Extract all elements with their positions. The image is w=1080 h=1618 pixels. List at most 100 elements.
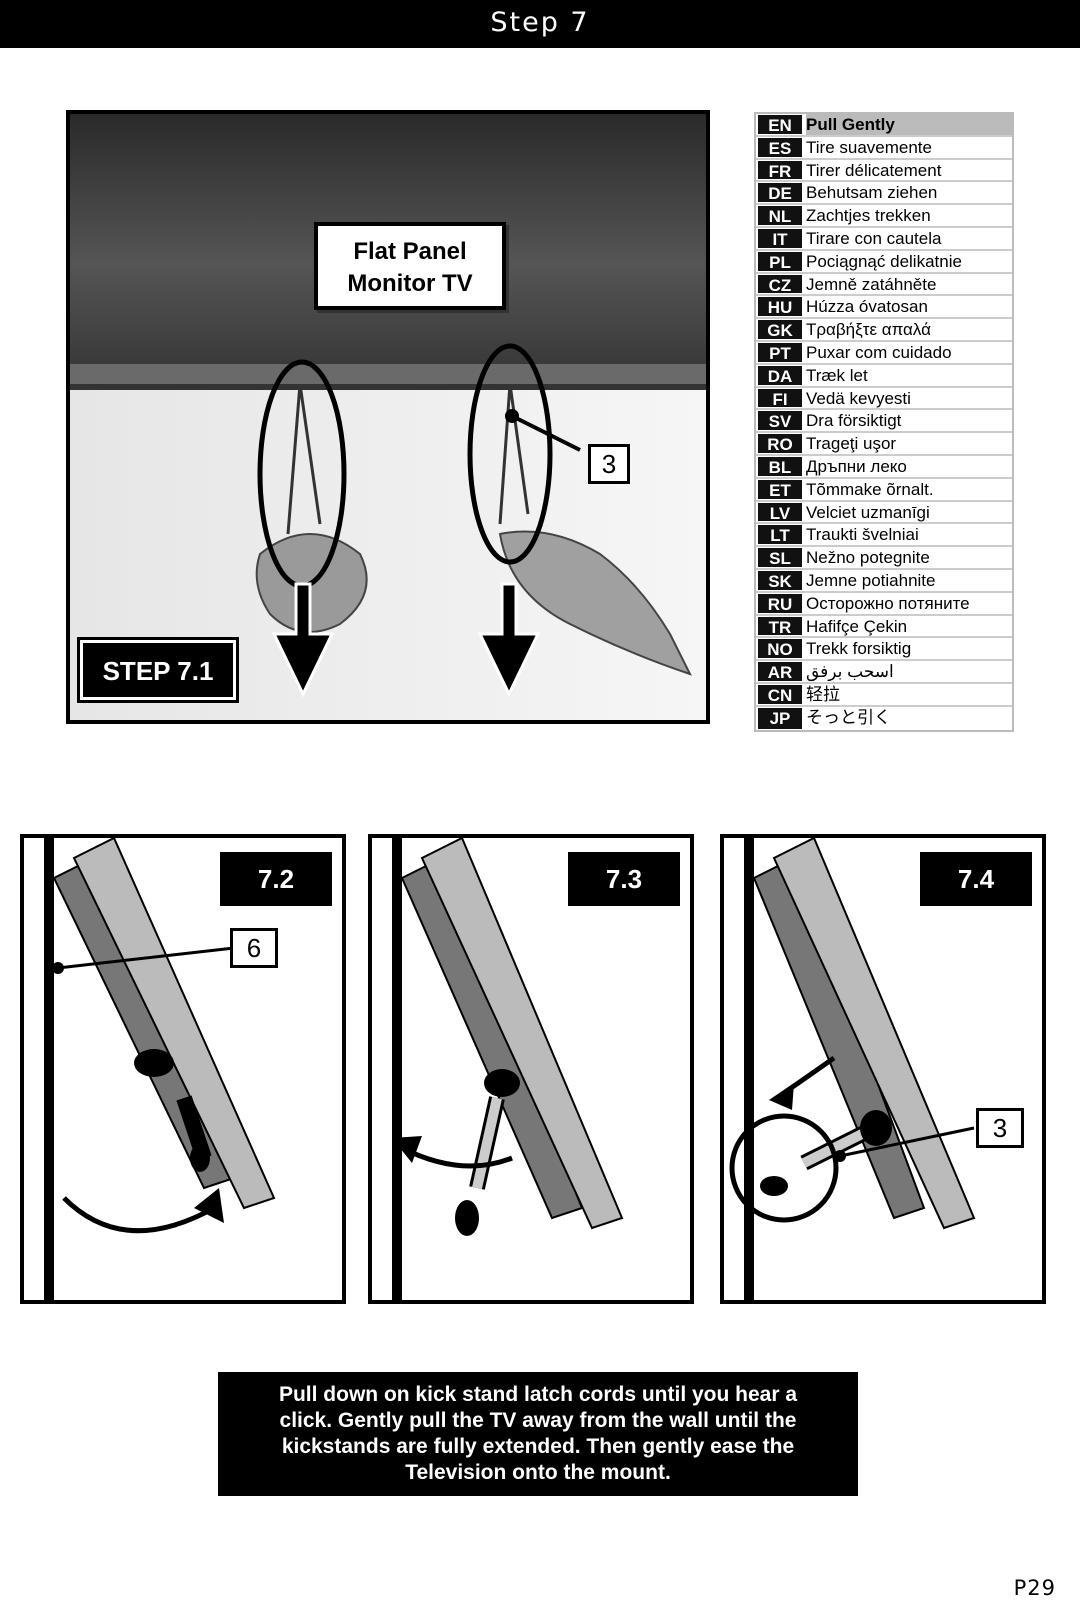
panel-label: 7.3	[568, 852, 680, 906]
language-text: Zachtjes trekken	[806, 206, 931, 226]
language-text: Pociągnąć delikatnie	[806, 251, 962, 271]
language-code: SL	[758, 548, 802, 568]
language-code: IT	[758, 228, 802, 249]
language-text: Trageţi uşor	[806, 434, 897, 454]
language-text: そっと引く	[806, 707, 891, 727]
language-code: FI	[758, 388, 802, 409]
right-hand-icon	[498, 530, 692, 676]
language-text: Τραβήξτε απαλά	[806, 320, 931, 340]
language-code: ET	[758, 479, 802, 500]
language-text: 轻拉	[806, 684, 840, 704]
language-code: RU	[758, 593, 802, 614]
page-header: Step 7	[0, 0, 1080, 48]
language-code: FR	[758, 160, 802, 181]
language-code: NL	[758, 206, 802, 226]
language-text: Tirare con cautela	[806, 228, 942, 248]
panel-7-4: 7.4 3	[720, 834, 1046, 1304]
panel-label: 7.2	[220, 852, 332, 906]
callout-number: 3	[976, 1108, 1024, 1148]
language-text: Дръпни леко	[806, 456, 907, 476]
language-text: Puxar com cuidado	[806, 342, 952, 362]
language-code: SV	[758, 411, 802, 431]
language-code: ES	[758, 137, 802, 158]
curved-arrow-icon	[194, 1188, 224, 1223]
step-title: Step 7	[490, 7, 590, 38]
language-text: Trekk forsiktig	[806, 639, 912, 659]
language-code: GK	[758, 320, 802, 340]
language-text: Træk let	[806, 365, 868, 385]
language-text: اسحب برفق	[806, 662, 894, 682]
language-code: JP	[758, 707, 802, 729]
tv-label-line1: Flat Panel	[353, 238, 467, 265]
language-code: TR	[758, 616, 802, 637]
step-label: STEP 7.1	[77, 637, 239, 703]
language-text: Pull Gently	[806, 114, 1012, 135]
page-number: P29	[1013, 1576, 1056, 1600]
panel-7-4-diagram	[729, 838, 976, 1300]
instruction-line: Television onto the mount.	[405, 1461, 671, 1484]
language-text: Húzza óvatosan	[806, 297, 928, 317]
instruction-line: kickstands are fully extended. Then gent…	[281, 1435, 795, 1458]
language-code: PT	[758, 342, 802, 363]
callout-number: 6	[230, 928, 278, 968]
language-code: RO	[758, 434, 802, 454]
language-code: NO	[758, 639, 802, 659]
language-code: AR	[758, 662, 802, 682]
language-code: CZ	[758, 274, 802, 295]
curved-arrow-icon	[392, 1136, 422, 1163]
language-code: DA	[758, 365, 802, 386]
language-text: Nežno potegnite	[806, 548, 930, 568]
language-code: HU	[758, 297, 802, 317]
panel-7-3: 7.3	[368, 834, 694, 1304]
language-text: Jemně zatáhněte	[806, 274, 937, 294]
panel-7-2: 7.2 6	[20, 834, 346, 1304]
language-text: Hafifçe Çekin	[806, 616, 908, 636]
arrow-icon	[769, 1083, 794, 1110]
instruction-line: Pull down on kick stand latch cords unti…	[278, 1383, 798, 1406]
language-code: PL	[758, 251, 802, 272]
language-code: EN	[758, 115, 802, 135]
instruction-box: Pull down on kick stand latch cords unti…	[218, 1372, 858, 1496]
language-text: Jemne potiahnite	[806, 570, 936, 590]
language-text: Behutsam ziehen	[806, 183, 938, 203]
panel-label: 7.4	[920, 852, 1032, 906]
panel-7-2-diagram	[44, 838, 276, 1300]
language-text: Dra försiktigt	[806, 411, 902, 431]
language-text: Осторожно потяните	[806, 593, 970, 613]
language-code: CN	[758, 684, 802, 705]
language-code: BL	[758, 456, 802, 477]
language-code: DE	[758, 183, 802, 203]
language-code: LT	[758, 525, 802, 545]
panel-7-3-diagram	[392, 838, 624, 1300]
down-arrow-icon	[271, 582, 541, 698]
tv-label-line2: Monitor TV	[347, 270, 473, 297]
tv-label: Flat Panel Monitor TV	[314, 222, 506, 310]
language-code: SK	[758, 570, 802, 591]
language-code: LV	[758, 502, 802, 523]
language-text: Velciet uzmanīgi	[806, 502, 930, 522]
